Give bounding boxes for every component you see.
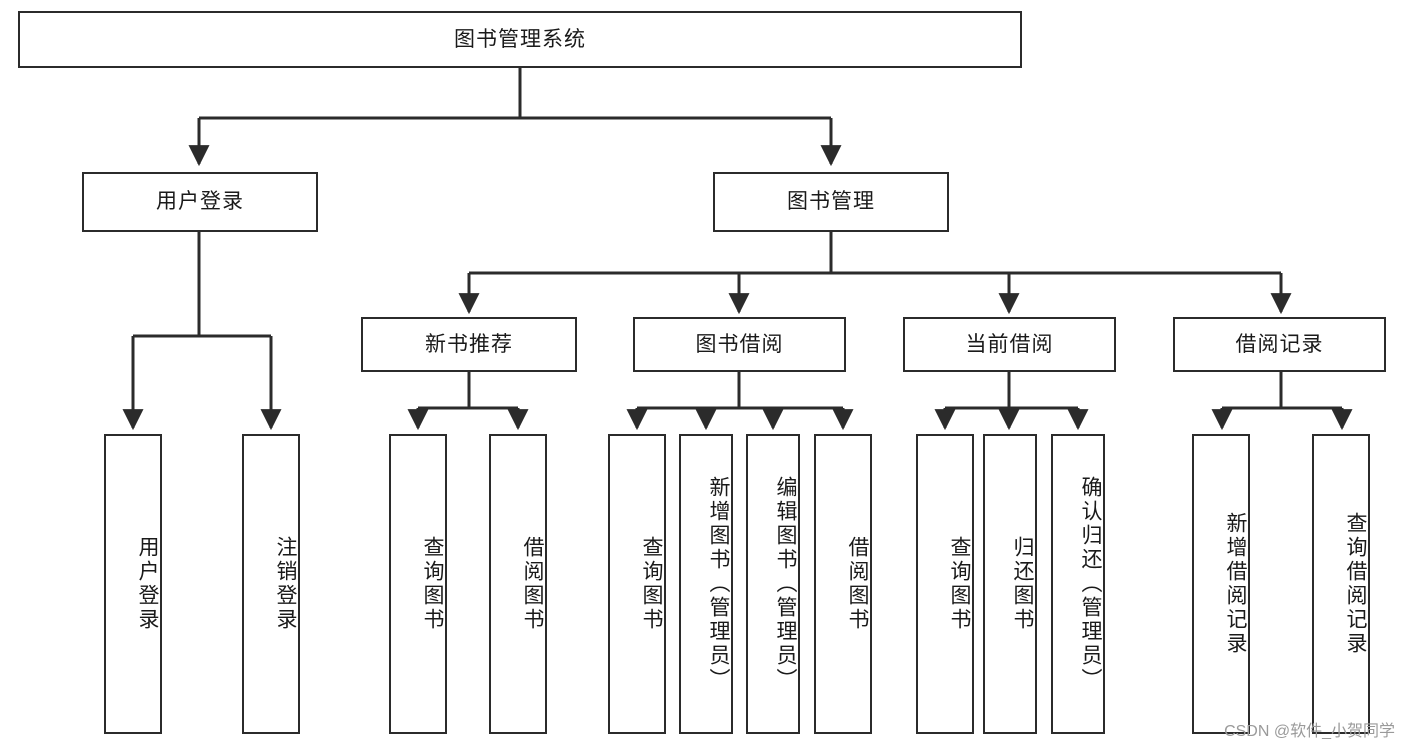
node-leaf-add-borrow-record-label: 新增借阅记录 — [1224, 512, 1247, 656]
node-leaf-return-book-label: 归还图书 — [1011, 536, 1034, 632]
node-borrow-record-label: 借阅记录 — [1235, 332, 1324, 356]
node-leaf-edit-book-admin-label: 编辑图书（管理员） — [774, 476, 797, 692]
node-root-label: 图书管理系统 — [454, 27, 586, 51]
node-root[interactable]: 图书管理系统 — [18, 11, 1022, 68]
node-leaf-borrow-book-recommend-label: 借阅图书 — [521, 536, 544, 632]
node-leaf-edit-book-admin[interactable]: 编辑图书（管理员） — [746, 434, 800, 734]
node-leaf-query-book-borrow[interactable]: 查询图书 — [608, 434, 666, 734]
node-leaf-return-book[interactable]: 归还图书 — [983, 434, 1037, 734]
node-new-book-recommend[interactable]: 新书推荐 — [361, 317, 577, 372]
node-leaf-query-book-borrow-label: 查询图书 — [640, 536, 663, 632]
node-leaf-logout-label: 注销登录 — [274, 536, 297, 632]
node-current-borrow-label: 当前借阅 — [965, 332, 1054, 356]
node-leaf-query-book-current[interactable]: 查询图书 — [916, 434, 974, 734]
node-leaf-borrow-book-borrow[interactable]: 借阅图书 — [814, 434, 872, 734]
node-leaf-borrow-book-recommend[interactable]: 借阅图书 — [489, 434, 547, 734]
node-book-borrow-label: 图书借阅 — [695, 332, 784, 356]
node-leaf-add-book-admin[interactable]: 新增图书（管理员） — [679, 434, 733, 734]
node-leaf-query-book-recommend-label: 查询图书 — [421, 536, 444, 632]
node-new-book-recommend-label: 新书推荐 — [425, 332, 513, 356]
node-leaf-borrow-book-borrow-label: 借阅图书 — [846, 536, 869, 632]
node-leaf-query-borrow-record-label: 查询借阅记录 — [1344, 512, 1367, 656]
node-leaf-logout[interactable]: 注销登录 — [242, 434, 300, 734]
node-leaf-query-book-recommend[interactable]: 查询图书 — [389, 434, 447, 734]
node-book-management[interactable]: 图书管理 — [713, 172, 949, 232]
node-leaf-add-book-admin-label: 新增图书（管理员） — [707, 476, 730, 692]
node-leaf-confirm-return-admin[interactable]: 确认归还（管理员） — [1051, 434, 1105, 734]
node-leaf-query-borrow-record[interactable]: 查询借阅记录 — [1312, 434, 1370, 734]
node-leaf-user-login[interactable]: 用户登录 — [104, 434, 162, 734]
node-user-login-label: 用户登录 — [156, 190, 244, 214]
node-book-borrow[interactable]: 图书借阅 — [633, 317, 846, 372]
node-leaf-query-book-current-label: 查询图书 — [948, 536, 971, 632]
node-leaf-add-borrow-record[interactable]: 新增借阅记录 — [1192, 434, 1250, 734]
node-borrow-record[interactable]: 借阅记录 — [1173, 317, 1386, 372]
node-leaf-confirm-return-admin-label: 确认归还（管理员） — [1079, 476, 1102, 692]
node-leaf-user-login-label: 用户登录 — [136, 536, 159, 632]
node-current-borrow[interactable]: 当前借阅 — [903, 317, 1116, 372]
node-user-login[interactable]: 用户登录 — [82, 172, 318, 232]
node-book-management-label: 图书管理 — [787, 190, 875, 214]
